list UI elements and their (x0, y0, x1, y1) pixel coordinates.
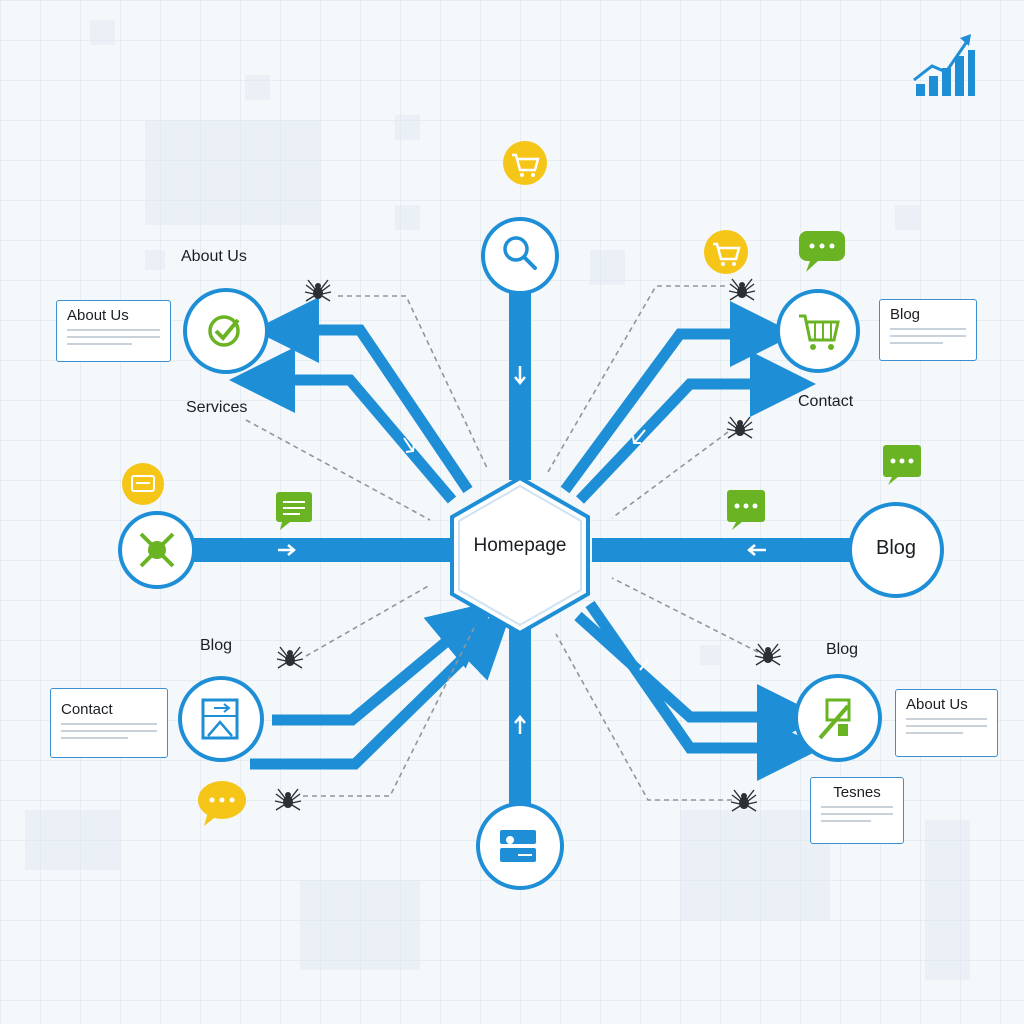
network-node-icon (139, 532, 175, 568)
search-icon (503, 236, 537, 270)
text-line (61, 723, 157, 725)
diagonal-connectors (229, 297, 823, 781)
growth-chart-icon (913, 34, 975, 96)
about-node[interactable] (183, 288, 269, 374)
blog-node-label[interactable]: Blog (875, 537, 917, 559)
spider-icon (754, 643, 782, 666)
text-line (906, 732, 963, 734)
blog-heading-left: Blog (200, 637, 233, 654)
text-line (821, 820, 872, 822)
chat-bubble-icon (883, 445, 921, 485)
blog-heading-right: Blog (826, 641, 859, 658)
text-line (821, 806, 893, 808)
text-line (61, 730, 157, 732)
text-line (821, 813, 893, 815)
text-line (67, 329, 160, 331)
text-line (890, 328, 966, 330)
blog-card-title: Blog (890, 306, 921, 323)
about-us-heading: About Us (181, 248, 247, 265)
chat-bubble-icon (198, 781, 246, 826)
about-us-card-right-title: About Us (906, 696, 968, 713)
homepage-label[interactable]: Homepage (473, 535, 567, 556)
text-line (906, 725, 987, 727)
bg-block (300, 880, 420, 970)
spider-icon (730, 789, 758, 812)
cart-node[interactable] (776, 289, 860, 373)
search-node[interactable] (481, 217, 559, 295)
about-us-card[interactable]: About Us (56, 300, 171, 362)
spider-icon (274, 788, 302, 811)
form-node[interactable] (476, 802, 564, 890)
bg-block (395, 115, 420, 140)
text-line (67, 343, 133, 345)
bg-block (590, 250, 625, 285)
spider-icon (726, 416, 754, 439)
spider-icon (276, 646, 304, 669)
chat-bubble-icon (276, 492, 312, 530)
tesnes-card[interactable]: Tesnes (810, 777, 904, 844)
text-line (906, 718, 987, 720)
sitemap-node[interactable] (178, 676, 264, 762)
sitemap-icon (201, 698, 239, 740)
seo-node[interactable] (794, 674, 882, 762)
text-line (61, 737, 129, 739)
bg-block (145, 120, 320, 225)
contact-card-title: Contact (61, 701, 113, 718)
blog-card[interactable]: Blog (879, 299, 977, 361)
crawler-paths (245, 285, 759, 801)
connector-top (509, 290, 531, 480)
chat-bubble-icon (122, 463, 164, 505)
spider-icon (304, 279, 332, 302)
bg-block (925, 820, 970, 980)
bg-block (245, 75, 270, 100)
shopping-cart-icon (799, 314, 840, 350)
about-us-card-title: About Us (67, 307, 129, 324)
connector-bottom (509, 625, 531, 805)
connector-left (192, 538, 450, 562)
bg-block (90, 20, 115, 45)
blog-node[interactable] (848, 502, 944, 598)
chat-bubble-icon (799, 231, 845, 272)
connector-right (592, 538, 852, 562)
bg-block (145, 250, 165, 270)
contact-card[interactable]: Contact (50, 688, 168, 758)
network-node[interactable] (118, 511, 196, 589)
shopping-cart-icon (503, 141, 547, 185)
contact-label: Contact (798, 393, 854, 410)
chat-bubble-icon (727, 490, 765, 530)
shopping-cart-icon (704, 230, 748, 274)
bg-block (680, 810, 830, 920)
check-icon (818, 698, 851, 740)
form-icon (500, 830, 536, 862)
text-line (890, 335, 966, 337)
bg-block (895, 205, 920, 230)
bg-block (25, 810, 120, 870)
spider-icon (728, 278, 756, 301)
bg-block (395, 205, 420, 230)
homepage-hexagon[interactable] (450, 475, 590, 636)
bg-block (700, 645, 720, 665)
text-line (890, 342, 944, 344)
text-line (67, 336, 160, 338)
services-label: Services (186, 399, 248, 416)
check-icon (208, 315, 240, 347)
about-us-card-right[interactable]: About Us (895, 689, 998, 757)
tesnes-card-title: Tesnes (833, 784, 881, 801)
